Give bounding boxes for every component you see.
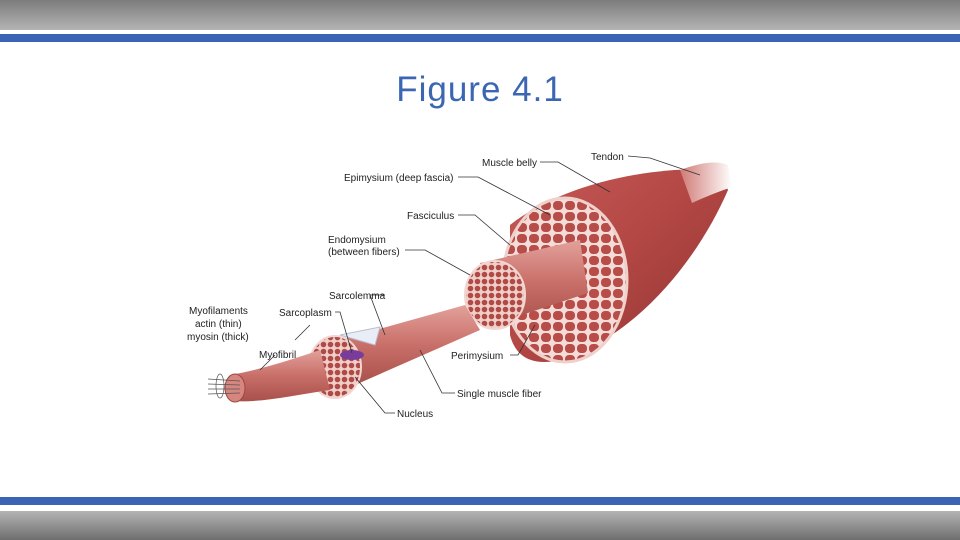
fasciculus-cross-section	[464, 260, 526, 330]
label-single-muscle-fiber: Single muscle fiber	[457, 389, 542, 400]
label-nucleus: Nucleus	[397, 409, 433, 420]
nucleus-shape	[340, 350, 364, 360]
label-sarcolemma: Sarcolemma	[329, 291, 386, 302]
header-gray-band	[0, 0, 960, 30]
footer-blue-rule	[0, 497, 960, 505]
myofibril-shape	[230, 350, 330, 402]
slide-title: Figure 4.1	[396, 70, 564, 109]
header-blue-rule	[0, 34, 960, 42]
label-endomysium-detail: (between fibers)	[328, 247, 400, 258]
label-perimysium: Perimysium	[451, 351, 503, 362]
label-myofilaments-actin: actin (thin)	[195, 319, 242, 330]
label-myofibril: Myofibril	[259, 350, 296, 361]
label-myofilaments: Myofilaments	[189, 306, 248, 317]
label-muscle-belly: Muscle belly	[482, 158, 537, 169]
label-fasciculus: Fasciculus	[407, 211, 454, 222]
leader-lines	[259, 155, 701, 414]
muscle-fiber-shape	[340, 305, 480, 385]
label-sarcoplasm: Sarcoplasm	[279, 308, 332, 319]
label-myofilaments-myosin: myosin (thick)	[187, 332, 249, 343]
sarcolemma-flap	[339, 326, 381, 346]
myofibril-end	[224, 373, 246, 403]
muscle-structure-illustration: Tendon Muscle belly Epimysium (deep fasc…	[187, 152, 732, 420]
muscle-structure-figure: Tendon Muscle belly Epimysium (deep fasc…	[180, 145, 740, 430]
label-endomysium: Endomysium	[328, 235, 386, 246]
myofilaments-ring	[215, 373, 225, 399]
label-tendon: Tendon	[591, 152, 624, 163]
label-epimysium: Epimysium (deep fascia)	[344, 173, 453, 184]
footer-gray-band	[0, 511, 960, 540]
